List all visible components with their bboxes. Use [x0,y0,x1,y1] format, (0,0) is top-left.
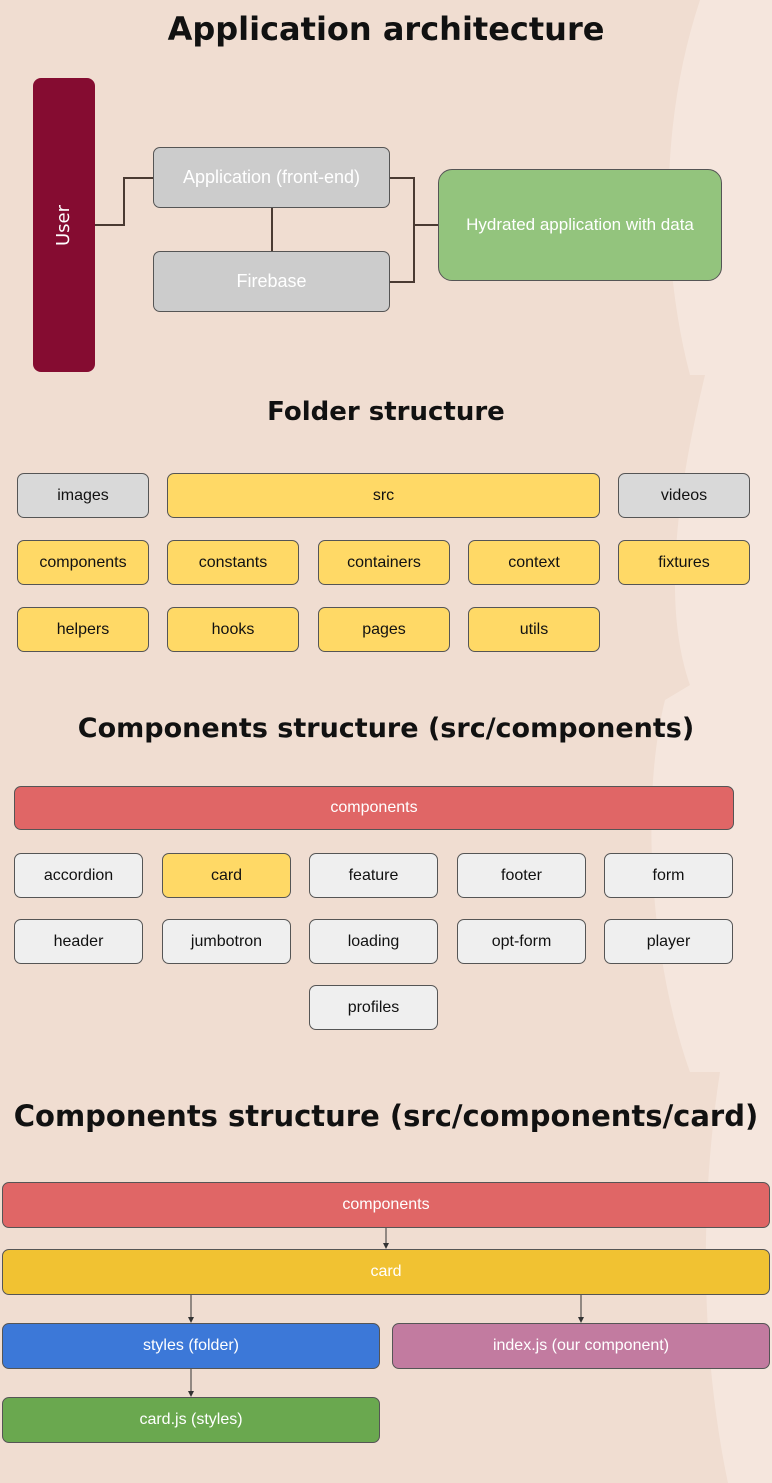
firebase-box: Firebase [153,251,390,312]
folder-context: context [468,540,600,585]
user-label: User [53,204,75,246]
connector [413,224,438,226]
component-card: card [162,853,291,898]
index-js-box: index.js (our component) [392,1323,770,1369]
component-form: form [604,853,733,898]
card-box: card [2,1249,770,1295]
folder-fixtures: fixtures [618,540,750,585]
user-box: User [33,78,95,372]
component-player: player [604,919,733,964]
folder-constants: constants [167,540,299,585]
component-accordion: accordion [14,853,143,898]
folder-pages: pages [318,607,450,652]
architecture-title: Application architecture [167,10,605,48]
connector [390,177,415,179]
card-components-box: components [2,1182,770,1228]
component-feature: feature [309,853,438,898]
folder-hooks: hooks [167,607,299,652]
component-opt-form: opt-form [457,919,586,964]
connector [413,177,415,283]
folder-structure-title: Folder structure [267,397,505,427]
folder-images: images [17,473,149,518]
connector [390,281,415,283]
folder-helpers: helpers [17,607,149,652]
connector [271,208,273,251]
card-structure-title: Components structure (src/components/car… [13,1099,759,1133]
folder-components: components [17,540,149,585]
application-box: Application (front-end) [153,147,390,208]
hydrated-app-box: Hydrated application with data [438,169,722,281]
component-loading: loading [309,919,438,964]
component-footer: footer [457,853,586,898]
connector [123,177,153,179]
component-jumbotron: jumbotron [162,919,291,964]
folder-videos: videos [618,473,750,518]
folder-containers: containers [318,540,450,585]
connector [123,177,125,226]
component-profiles: profiles [309,985,438,1030]
styles-folder-box: styles (folder) [2,1323,380,1369]
components-structure-title: Components structure (src/components) [77,713,695,744]
component-header: header [14,919,143,964]
folder-utils: utils [468,607,600,652]
folder-src: src [167,473,600,518]
connector [95,224,124,226]
card-js-box: card.js (styles) [2,1397,380,1443]
components-root-box: components [14,786,734,830]
